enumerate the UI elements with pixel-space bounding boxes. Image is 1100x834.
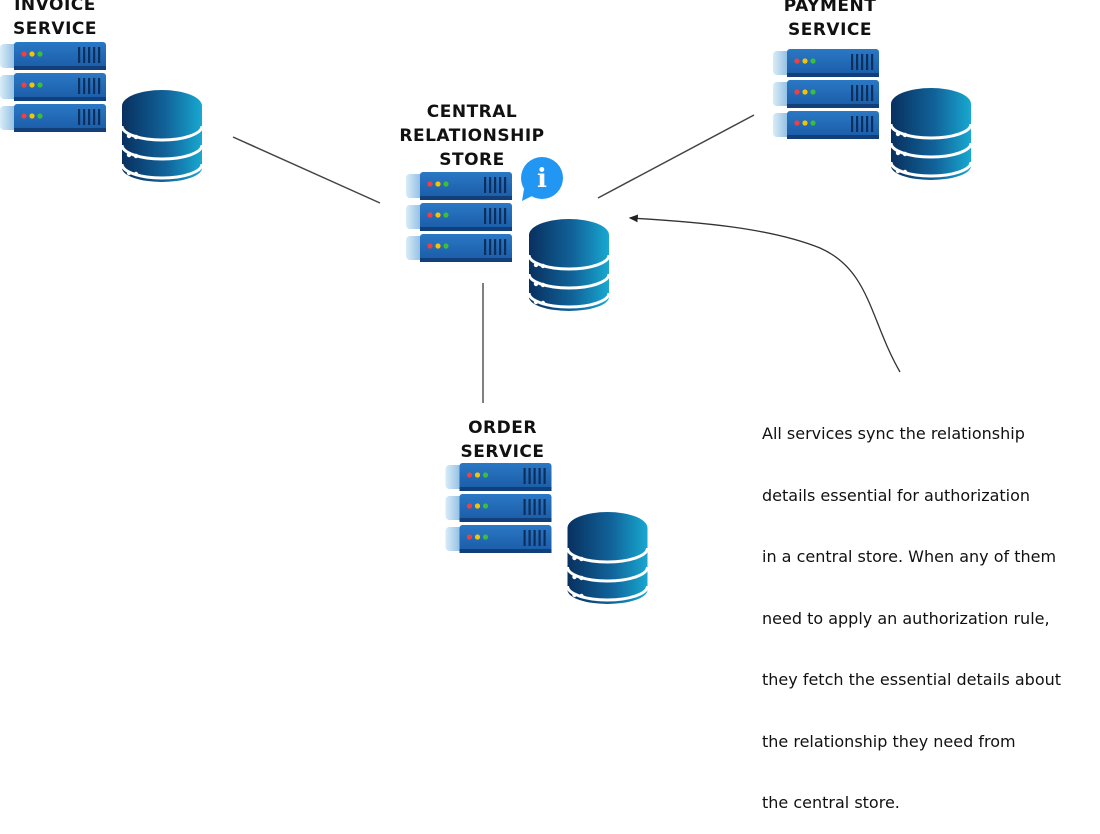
- edge-invoice-central: [232, 136, 381, 204]
- connectors: [232, 114, 901, 403]
- note-line: the central store.: [762, 793, 900, 812]
- annotation-arrow: [628, 214, 901, 373]
- info-bubble-icon: i: [521, 157, 563, 201]
- label-line: PAYMENT: [783, 0, 877, 16]
- database-icon: [567, 512, 648, 604]
- central-store-label: CENTRAL RELATIONSHIP STORE: [392, 100, 552, 172]
- server-rack-icon: [772, 49, 880, 139]
- annotation-note: All services sync the relationship detai…: [762, 383, 1061, 834]
- label-line: INVOICE: [14, 0, 96, 15]
- label-line: ORDER: [468, 418, 537, 438]
- server-rack-icon: [406, 172, 512, 262]
- label-line: SERVICE: [12, 19, 98, 39]
- database-icon: [890, 88, 972, 180]
- note-line: they fetch the essential details about: [762, 670, 1062, 689]
- label-line: SERVICE: [460, 442, 545, 462]
- info-glyph: i: [537, 164, 547, 194]
- database-icon: [122, 90, 202, 182]
- label-line: CENTRAL: [426, 102, 518, 122]
- note-line: the relationship they need from: [762, 731, 1016, 751]
- label-line: STORE: [439, 150, 505, 170]
- edge-payment-central: [597, 114, 755, 199]
- database-icon: [529, 218, 609, 312]
- note-line: details essential for authorization: [762, 485, 1031, 505]
- invoice-service-label: INVOICE SERVICE: [0, 0, 110, 41]
- order-service-label: ORDER SERVICE: [445, 416, 560, 464]
- server-rack-icon: [0, 42, 106, 132]
- note-line: need to apply an authorization rule,: [762, 608, 1050, 628]
- note-line: All services sync the relationship: [762, 424, 1025, 443]
- server-rack-icon: [445, 463, 552, 553]
- label-line: SERVICE: [787, 20, 873, 40]
- label-line: RELATIONSHIP: [399, 126, 545, 146]
- payment-service-label: PAYMENT SERVICE: [770, 0, 890, 42]
- note-line: in a central store. When any of them: [762, 547, 1057, 566]
